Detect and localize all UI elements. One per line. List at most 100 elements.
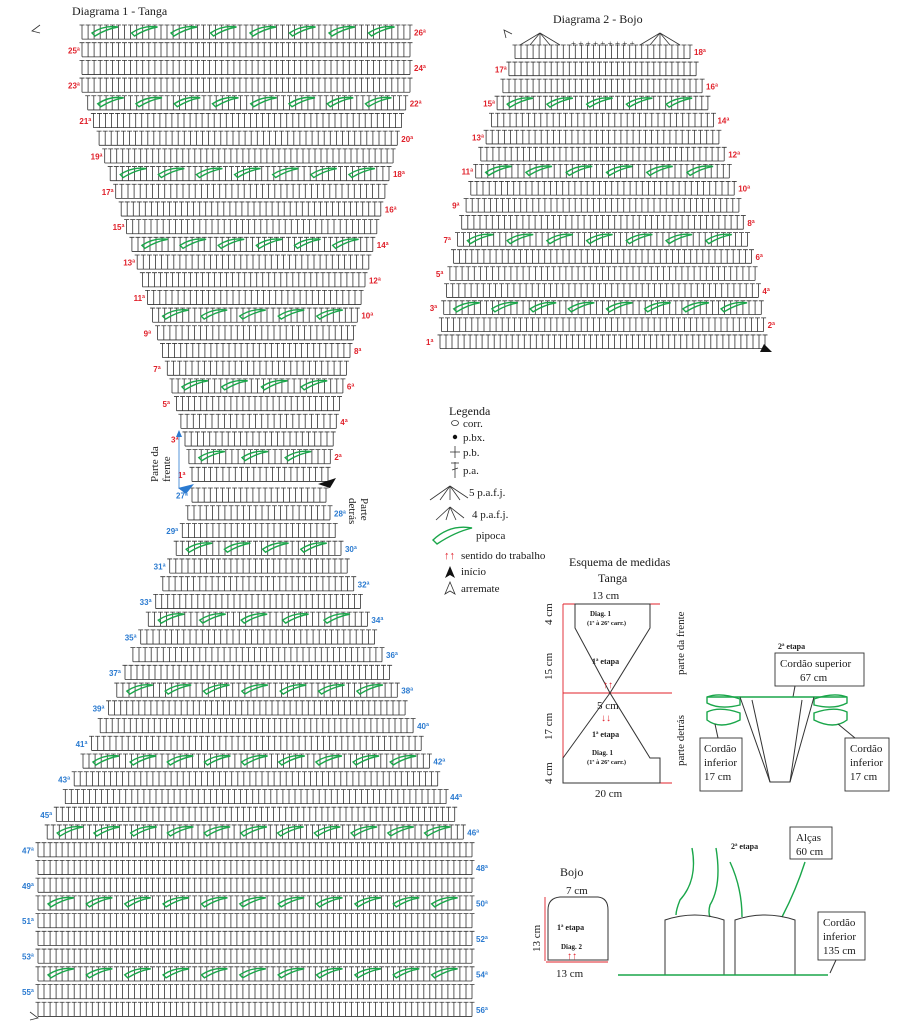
row-number-back: 48ª [476,864,488,873]
row-number-front: 18ª [393,170,405,179]
row-number-front: 12ª [369,276,381,285]
row-number-bojo: 17ª [495,65,507,74]
row-number-back: 47ª [22,846,34,855]
bra-assembly: 2ª etapa Alças 60 cm Cordão inferior 135… [618,826,866,976]
measurement-scheme: Esquema de medidas Tanga 13 cm 4 cm 15 c… [543,555,687,800]
svg-text:1ª etapa: 1ª etapa [592,730,619,739]
svg-text:Parte: Parte [358,498,370,521]
diagram-2-stitch-rows [437,44,768,349]
svg-text:parte detrás: parte detrás [675,715,687,766]
row-number-front: 21ª [79,117,91,126]
fan-5-icon [429,485,469,501]
row-number-bojo: 3ª [430,304,437,313]
row-number-front: 10ª [361,312,373,321]
finish-arrow-icon [31,24,41,34]
row-number-back: 43ª [58,775,70,784]
row-number-back: 30ª [345,545,357,554]
svg-text:Parte da: Parte da [149,446,161,482]
row-number-back: 44ª [450,793,462,802]
row-number-front: 13ª [123,259,135,268]
svg-text:Alças: Alças [796,832,821,844]
dot-icon [452,434,458,440]
finish-arrow-icon [503,29,513,39]
row-number-bojo: 10ª [738,185,750,194]
svg-text:1ª etapa: 1ª etapa [592,657,619,666]
row-number-back: 40ª [417,722,429,731]
row-number-back: 27ª [176,492,188,501]
diagram-1-tanga: Diagrama 1 - Tanga 26ª25ª24ª23ª22ª21ª20ª… [22,4,488,1021]
svg-text:Diag. 1: Diag. 1 [590,610,612,618]
legend-item-label: pipoca [476,530,505,542]
svg-text:7 cm: 7 cm [566,885,588,897]
legend-item-label: corr. [463,418,483,430]
diagram-2-row-labels: 18ª17ª16ª15ª14ª13ª12ª11ª10ª9ª8ª7ª6ª5ª4ª3… [426,48,775,347]
start-arrow-icon [445,566,455,578]
legend-item-label: início [461,566,487,578]
start-arrow-icon [318,478,336,488]
single-crochet-top-row: + + + + + + + + + [571,39,635,49]
row-number-back: 53ª [22,953,34,962]
svg-text:inferior: inferior [850,757,883,769]
fan-5-icon [519,32,561,46]
row-number-back: 38ª [401,687,413,696]
row-number-back: 45ª [40,811,52,820]
chain-oval-icon [451,420,459,426]
svg-text:1ª etapa: 1ª etapa [557,923,584,932]
row-number-front: 6ª [347,382,354,391]
row-number-front: 14ª [377,241,389,250]
cross-icon [450,446,460,458]
svg-text:Diag. 1: Diag. 1 [592,749,614,757]
thong-assembly: 2ª etapa Cordão superior 67 cm Cordão in… [699,642,890,792]
row-number-front: 1ª [178,471,185,480]
start-arrow-icon [760,344,772,352]
row-number-front: 9ª [144,329,151,338]
row-number-bojo: 5ª [436,270,443,279]
svg-text:frente: frente [161,456,173,482]
row-number-front: 20ª [401,135,413,144]
row-number-front: 24ª [414,64,426,73]
row-number-back: 37ª [109,669,121,678]
row-number-front: 16ª [385,206,397,215]
svg-text:(1ª à 26ª carr.): (1ª à 26ª carr.) [587,759,626,766]
legend: Legenda corr. p.bx. p.b. p.a. 5 p.a.f.j.… [429,404,546,595]
svg-text:detrás: detrás [346,498,358,524]
row-number-front: 15ª [113,223,125,232]
svg-text:Bojo: Bojo [560,865,583,879]
row-number-back: 41ª [76,740,88,749]
svg-text:inferior: inferior [823,931,856,943]
legend-item-label: p.bx. [463,432,485,444]
finish-arrow-icon [29,1011,39,1021]
row-number-bojo: 8ª [747,219,754,228]
row-number-back: 54ª [476,970,488,979]
legend-item-label: sentido do trabalho [461,550,546,562]
svg-text:67 cm: 67 cm [800,672,828,684]
row-number-back: 36ª [386,651,398,660]
row-number-bojo: 16ª [706,82,718,91]
svg-text:Cordão: Cordão [850,743,883,755]
turn-arrow-icon [178,484,194,494]
row-number-bojo: 11ª [462,168,473,177]
row-number-front: 19ª [91,152,103,161]
legend-title: Legenda [449,404,491,418]
row-number-bojo: 12ª [728,151,740,160]
row-number-bojo: 14ª [717,116,729,125]
svg-text:15 cm: 15 cm [543,652,555,680]
svg-text:17 cm: 17 cm [850,771,878,783]
svg-text:↓↓: ↓↓ [601,713,611,724]
svg-text:↑↑: ↑↑ [567,951,577,962]
row-number-back: 49ª [22,882,34,891]
row-number-bojo: 13ª [472,134,484,143]
diagram-2-title: Diagrama 2 - Bojo [553,12,643,26]
fan-4-icon [435,506,465,521]
svg-text:60 cm: 60 cm [796,846,824,858]
diagram-2-pipoca-rows [452,97,748,313]
row-number-back: 52ª [476,935,488,944]
row-number-bojo: 4ª [762,287,769,296]
row-number-back: 55ª [22,988,34,997]
svg-text:17 cm: 17 cm [543,712,555,740]
popcorn-icon [431,526,473,545]
row-number-back: 42ª [433,758,445,767]
svg-text:Cordão: Cordão [704,743,737,755]
row-number-front: 2ª [334,453,341,462]
